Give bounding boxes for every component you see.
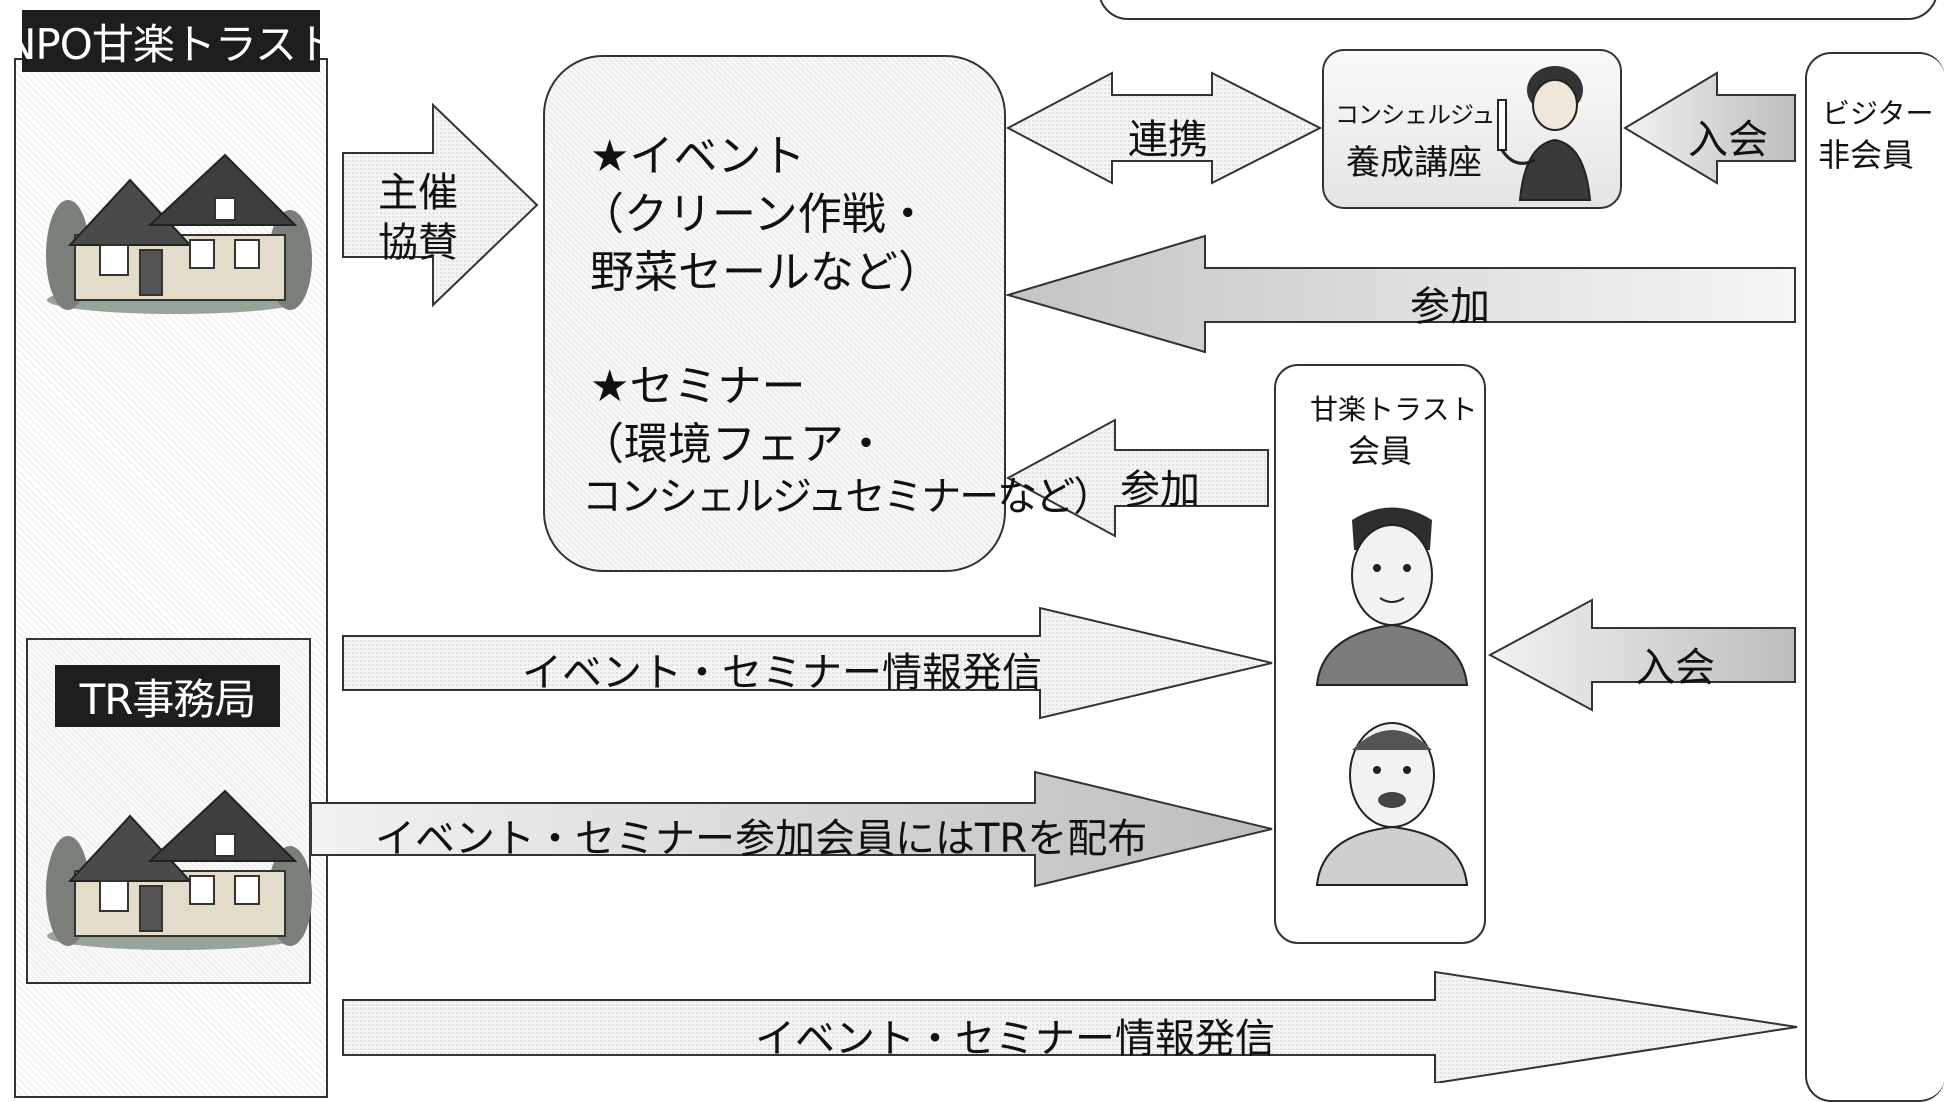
info-visitors-label: イベント・セミナー情報発信 — [755, 1016, 1275, 1062]
sponsor-label-line1: 主催 — [378, 170, 458, 216]
sponsor-arrow — [342, 102, 539, 308]
info-visitors-arrow — [342, 970, 1798, 1083]
seminar-detail-line1: （環境フェア・ — [580, 419, 888, 470]
member-label-line1: 甘楽トラスト — [1310, 393, 1478, 426]
event-detail-line2: 野菜セールなど） — [590, 247, 942, 298]
join-concierge-arrow — [1623, 71, 1796, 185]
npo-label: NPO甘楽トラスト — [5, 10, 338, 72]
concierge-woman-icon — [1497, 66, 1592, 201]
member-elder-icon — [1315, 722, 1469, 886]
tr-distribution-arrow — [310, 770, 1273, 888]
join-member-arrow — [1487, 598, 1796, 712]
visitor-label-line1: ビジター — [1822, 97, 1934, 130]
concierge-label-line2: 養成講座 — [1346, 143, 1482, 183]
member-label-line2: 会員 — [1348, 432, 1413, 470]
event-title: ★イベント — [590, 131, 806, 182]
tr-office-label: TR事務局 — [55, 665, 280, 727]
house-icon — [46, 153, 312, 314]
seminar-title: ★セミナー — [590, 361, 806, 412]
visitor-box — [1805, 52, 1944, 1102]
house-icon — [46, 789, 312, 950]
info-members-label: イベント・セミナー情報発信 — [522, 650, 1042, 696]
cooperation-arrow — [1005, 71, 1323, 185]
join-concierge-label: 入会 — [1688, 117, 1768, 163]
visitor-label-line2: 非会員 — [1818, 136, 1915, 174]
seminar-detail-line2: コンシェルジュセミナーなど） — [582, 474, 1113, 520]
participate-member-arrow — [1005, 418, 1269, 538]
participate-visitor-arrow — [1004, 234, 1796, 354]
tr-distribution-label: イベント・セミナー参加会員にはTRを配布 — [375, 816, 1148, 862]
event-detail-line1: （クリーン作戦・ — [580, 189, 930, 240]
cooperation-label: 連携 — [1128, 117, 1208, 163]
participate-member-label: 参加 — [1120, 467, 1200, 513]
member-man-icon — [1315, 507, 1469, 686]
events-box — [543, 55, 1006, 572]
participate-visitor-label: 参加 — [1410, 284, 1490, 330]
concierge-label-line1: コンシェルジュ — [1335, 101, 1495, 129]
join-member-label: 入会 — [1635, 645, 1715, 691]
info-members-arrow — [342, 606, 1273, 720]
sponsor-label-line2: 協賛 — [378, 220, 458, 266]
